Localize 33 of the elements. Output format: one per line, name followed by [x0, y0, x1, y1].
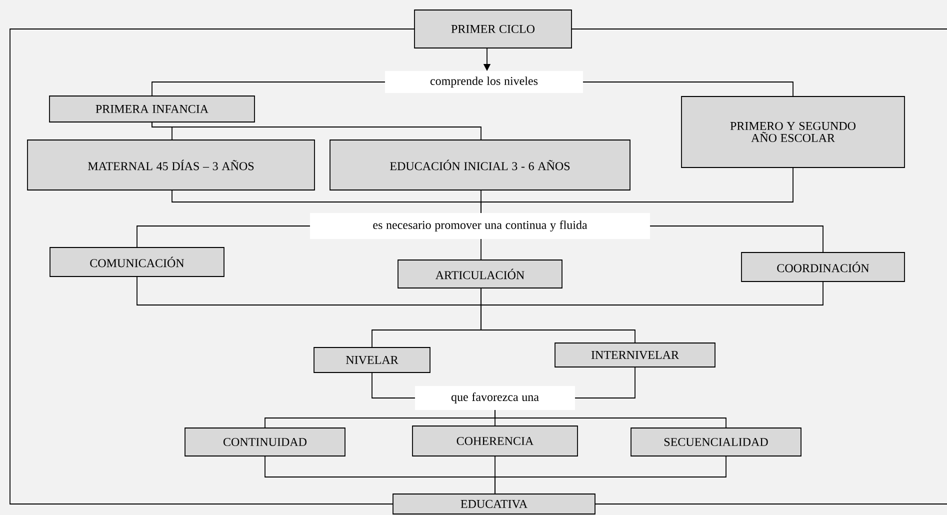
concept-box: COMUNICACIÓN	[50, 247, 224, 277]
connector-line	[480, 238, 482, 260]
connector-line	[372, 372, 416, 398]
concept-box: SECUENCIALIDAD	[630, 428, 802, 456]
connector-line	[480, 167, 794, 214]
concept-box: CONTINUIDAD	[184, 428, 346, 456]
connector-line	[574, 366, 636, 398]
concept-box: PRIMERO Y SEGUNDO AÑO ESCOLAR	[681, 96, 905, 168]
concept-box: COHERENCIA	[412, 426, 578, 456]
connector-label: comprende los niveles	[385, 71, 583, 93]
connector-line	[582, 82, 794, 97]
concept-box: NIVELAR	[314, 347, 430, 373]
connector-line	[494, 410, 726, 428]
concept-box: PRIMERA INFANCIA	[49, 96, 255, 122]
concept-box: INTERNIVELAR	[554, 342, 716, 368]
connector-line	[480, 288, 636, 344]
connector-line	[136, 276, 482, 306]
connector-label: es necesario promover una continua y fluida	[310, 213, 650, 239]
concept-box: MATERNAL 45 DÍAS – 3 AÑOS	[27, 140, 315, 190]
concept-box: PRIMER CICLO	[414, 10, 572, 48]
connector-line	[650, 226, 824, 253]
connector-line	[152, 82, 386, 96]
connector-line	[10, 28, 415, 504]
concept-box: COORDINACIÓN	[741, 252, 905, 282]
concept-box: EDUCATIVA	[392, 494, 596, 514]
connector-line	[136, 226, 310, 248]
connector-line	[152, 122, 482, 140]
concept-box: ARTICULACIÓN	[398, 260, 562, 288]
connector-label: que favorezca una	[415, 386, 575, 410]
connector-line	[494, 456, 726, 494]
connector-line	[480, 281, 824, 306]
connector-line	[571, 28, 947, 30]
concept-box: EDUCACIÓN INICIAL 3 - 6 AÑOS	[330, 140, 630, 190]
